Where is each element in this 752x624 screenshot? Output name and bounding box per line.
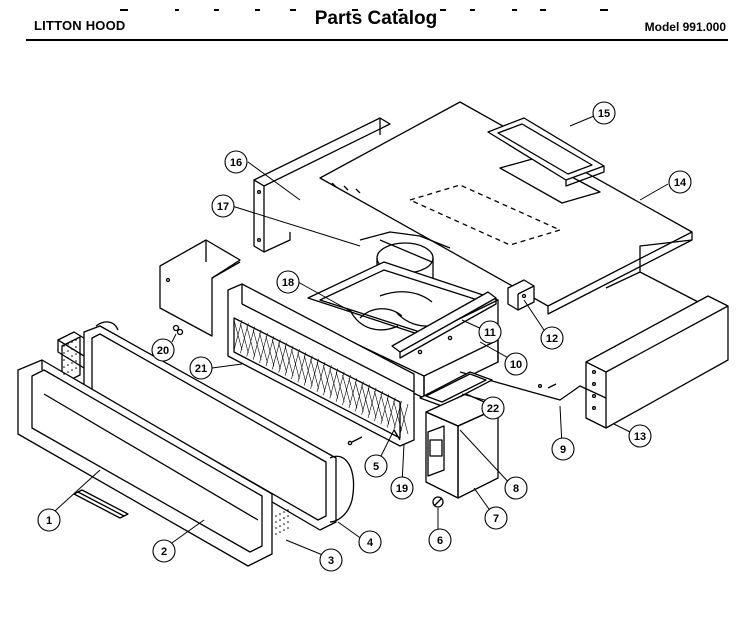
filter-perforation: [63, 339, 289, 535]
scan-artifact-strip: [0, 0, 752, 11]
part-lower-bracket: [419, 371, 493, 407]
callout-8: 8: [513, 483, 519, 495]
part-switch-knob: [432, 496, 444, 508]
part-bottom-panel: [459, 371, 607, 401]
callout-11: 11: [484, 327, 496, 339]
part-left-side-panel: [253, 117, 391, 253]
header-rule: [26, 39, 728, 41]
callout-2: 2: [161, 546, 167, 558]
part-handle-strip: [73, 489, 129, 519]
callout-19: 19: [396, 483, 408, 495]
callout-7: 7: [493, 513, 499, 525]
callout-4: 4: [367, 537, 374, 549]
callout-9: 9: [560, 444, 566, 456]
callout-20: 20: [157, 345, 169, 357]
part-right-side-panel: [585, 295, 729, 429]
callout-16: 16: [230, 157, 242, 169]
part-screws: [347, 429, 401, 446]
callout-15: 15: [598, 108, 610, 120]
callout-22: 22: [487, 403, 499, 415]
grille-hatch: [233, 319, 409, 435]
part-channel-bracket: [391, 291, 497, 359]
part-right-frame: [605, 239, 707, 307]
callout-14: 14: [674, 177, 687, 189]
manufacturer-label: LITTON HOOD: [34, 18, 126, 33]
callout-1: 1: [46, 515, 52, 527]
part-side-bracket: [159, 239, 241, 337]
part-small-bracket: [507, 279, 535, 311]
page-title: Parts Catalog: [314, 8, 438, 29]
callout-18: 18: [282, 277, 294, 289]
callout-12: 12: [546, 333, 558, 345]
callout-6: 6: [437, 535, 443, 547]
part-front-bezel: [17, 359, 273, 567]
part-top-filter: [487, 117, 605, 187]
callout-10: 10: [510, 359, 522, 371]
callout-5: 5: [373, 461, 379, 473]
callout-13: 13: [634, 431, 646, 443]
part-blower-frame: [307, 261, 499, 337]
callout-3: 3: [328, 555, 334, 567]
callout-circles: [37, 101, 692, 572]
model-number: Model 991.000: [644, 20, 726, 34]
callout-17: 17: [217, 201, 229, 213]
callout-21: 21: [195, 363, 207, 375]
part-top-cover: [319, 101, 693, 315]
